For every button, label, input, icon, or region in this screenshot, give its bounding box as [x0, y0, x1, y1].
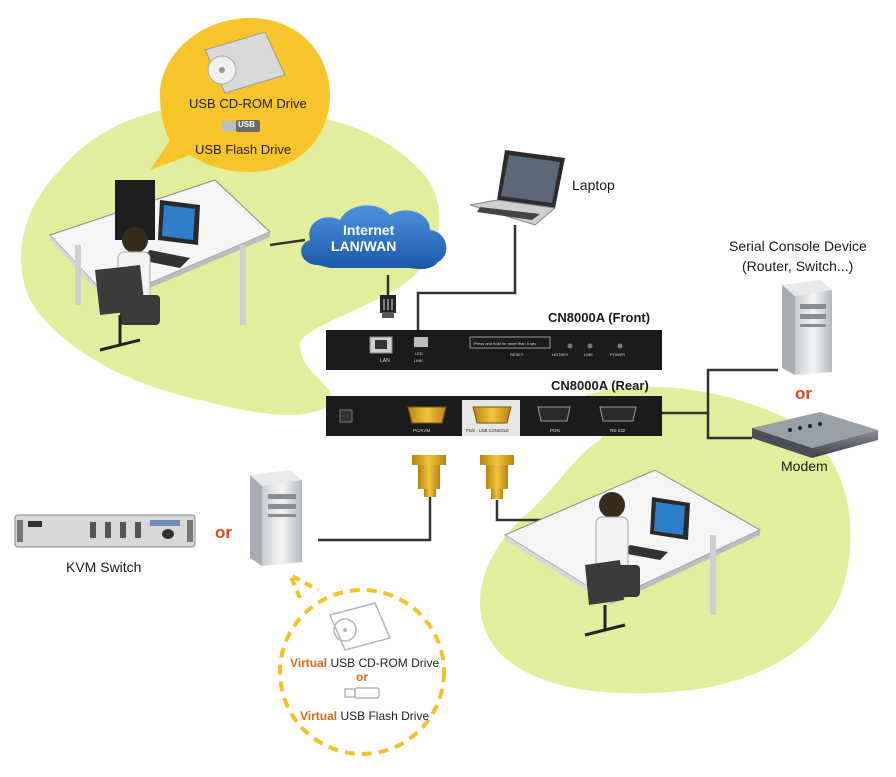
line-rear-modem: [706, 413, 752, 440]
db9-connector-icon-2: [480, 455, 514, 499]
cn8000a-rear-unit: PC/KVM PS/2 · USB CONSOLE PON RS-232: [326, 396, 662, 436]
server-tower-icon-left: [250, 470, 302, 566]
virtual-usb-stick-icon: [344, 687, 380, 699]
ethernet-plug-icon: [380, 295, 396, 318]
usb-stick-icon: [222, 120, 260, 132]
front-panel-box-label: Press and hold for more than 5 sec: [474, 341, 536, 346]
usb-badge-label: USB: [238, 120, 255, 129]
virtual-word-1: Virtual: [290, 656, 328, 670]
front-link-led-label: LINK: [584, 352, 593, 357]
front-link-label: LINK: [414, 358, 423, 363]
kvm-switch-label: KVM Switch: [66, 559, 142, 575]
cn8000a-front-unit: LAN LED LINK Press and hold for more tha…: [326, 330, 662, 370]
server-tower-icon: [782, 280, 832, 375]
laptop-label: Laptop: [572, 177, 615, 193]
front-lan-port-label: LAN: [380, 358, 390, 364]
cloud-icon: [301, 205, 447, 270]
workstation-operator-icon: [49, 179, 271, 352]
or-right-label: or: [795, 384, 812, 403]
line-left-db9: [318, 497, 432, 542]
line-laptop-front: [416, 225, 517, 330]
cdrom-disc-icon: [204, 31, 286, 94]
serial-console-label-line2: (Router, Switch...): [742, 258, 854, 274]
cn-front-label: CN8000A (Front): [548, 310, 651, 325]
virtual-cdrom-label: Virtual USB CD-ROM Drive: [290, 656, 439, 670]
db9-connector-icon: [412, 455, 446, 497]
cloud-line2: LAN/WAN: [331, 238, 397, 254]
or-left-label: or: [215, 523, 232, 542]
virtual-word-2: Virtual: [300, 709, 338, 723]
workstation-operator-icon-remote: [503, 469, 762, 637]
front-reset-label: RESET: [510, 352, 524, 357]
cloud-line1: Internet: [343, 222, 395, 238]
virtual-flash-rest: USB Flash Drive: [337, 709, 430, 723]
rear-pon-label: PON: [550, 428, 560, 433]
modem-icon: [752, 412, 878, 458]
usb-cdrom-label: USB CD-ROM Drive: [189, 96, 307, 111]
usb-flash-label: USB Flash Drive: [195, 142, 292, 157]
virtual-media-circle: [278, 588, 446, 756]
front-hotkey-label: HOTKEY: [552, 352, 569, 357]
or-virtual-label: or: [356, 670, 368, 684]
modem-label: Modem: [781, 458, 828, 474]
laptop-icon: [469, 150, 565, 226]
virtual-cdrom-rest: USB CD-ROM Drive: [327, 656, 440, 670]
serial-console-label-line1: Serial Console Device: [729, 238, 867, 254]
line-rear-serial: [662, 368, 778, 415]
cn-rear-label: CN8000A (Rear): [551, 378, 649, 393]
virtual-flash-label: Virtual USB Flash Drive: [300, 709, 429, 723]
rear-pc-kvm-label: PC/KVM: [413, 428, 431, 433]
kvm-switch-icon: [14, 514, 196, 548]
virtual-cdrom-icon: [328, 602, 392, 651]
rear-console-label: PS/2 · USB CONSOLE: [466, 428, 509, 433]
front-led-label: LED: [415, 351, 423, 356]
virtual-circle-tail: [285, 570, 319, 599]
rear-rs232-label: RS-232: [610, 428, 626, 433]
line-workstation-cloud: [269, 238, 306, 247]
usb-devices-bubble: [150, 18, 330, 172]
front-power-label: POWER: [610, 352, 625, 357]
